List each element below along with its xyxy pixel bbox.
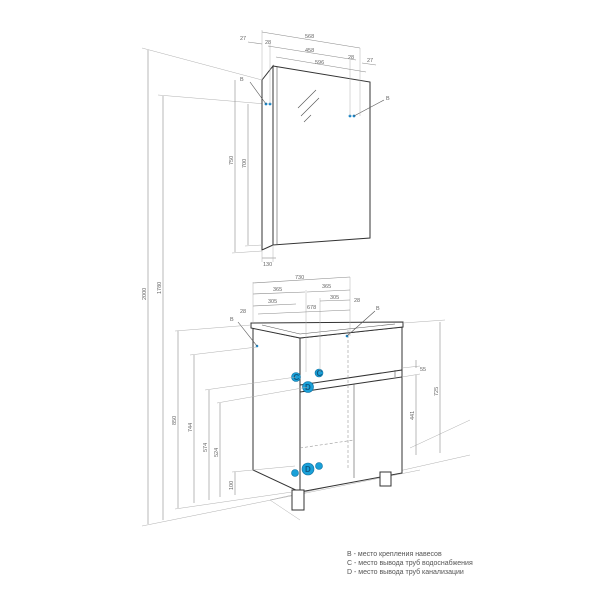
legend-item-d: D - место вывода труб канализации (347, 569, 464, 576)
pipe-marker-c-4 (315, 462, 323, 470)
dim-cabinet-850: 850 (172, 416, 178, 425)
mirror-cabinet: B B 568 27 28 458 28 27 596 750 700 130 (229, 30, 390, 268)
dim-cabinet-365-right: 365 (322, 284, 331, 290)
dim-cabinet-28-left: 28 (240, 309, 246, 315)
cabinet-mount-label-left: B (230, 317, 234, 323)
svg-text:D: D (305, 465, 311, 474)
dim-cabinet-678-label: 678 (307, 305, 316, 311)
dim-mirror-750: 750 (229, 156, 235, 165)
dim-mirror-568: 568 (305, 34, 314, 40)
svg-text:D: D (305, 383, 311, 392)
dim-mirror-458: 458 (305, 48, 314, 54)
dim-1780: 1780 (157, 282, 163, 294)
dim-mirror-130: 130 (263, 262, 272, 268)
dim-cabinet-365-left: 365 (273, 287, 282, 293)
dim-2000: 2000 (142, 288, 148, 300)
pipe-marker-d-2: D (301, 462, 315, 476)
dim-cabinet-305-left: 305 (268, 299, 277, 305)
dim-cabinet-441: 441 (410, 411, 416, 420)
dim-mirror-28-right: 28 (348, 55, 354, 61)
legend-item-b: B - место крепления навесов (347, 551, 442, 558)
mirror-mount-label-right: B (386, 96, 390, 102)
legend: B - место крепления навесов C - место вы… (347, 550, 473, 577)
dim-mirror-27-left: 27 (240, 36, 246, 42)
dim-cabinet-744: 744 (188, 423, 194, 432)
dim-cabinet-28-right: 28 (354, 298, 360, 304)
dim-cabinet-524: 524 (214, 448, 220, 457)
dim-mirror-27-right: 27 (367, 58, 373, 64)
pipe-marker-c-2: C (314, 368, 324, 378)
dim-cabinet-730: 730 (295, 275, 304, 281)
dim-cabinet-725: 725 (434, 387, 440, 396)
overall-dimensions: 2000 1780 (141, 47, 421, 527)
dim-mirror-700: 700 (242, 159, 248, 168)
cabinet-mount-label-right: B (376, 306, 380, 312)
dim-cabinet-55: 55 (420, 367, 426, 373)
dim-mirror-596: 596 (315, 60, 324, 66)
legend-item-c: C - место вывода труб водоснабжения (347, 560, 473, 567)
dim-mirror-28-left: 28 (265, 40, 271, 46)
vanity-cabinet: B B C C D D 730 365 365 305 305 28 28 67… (172, 275, 471, 521)
mirror-mount-label-left: B (240, 77, 244, 83)
dim-cabinet-305-right: 305 (330, 295, 339, 301)
svg-text:C: C (317, 369, 323, 378)
dim-cabinet-574: 574 (203, 443, 209, 452)
dim-cabinet-100: 100 (229, 481, 235, 490)
pipe-marker-c-3 (291, 469, 299, 477)
svg-text:C: C (294, 373, 300, 382)
